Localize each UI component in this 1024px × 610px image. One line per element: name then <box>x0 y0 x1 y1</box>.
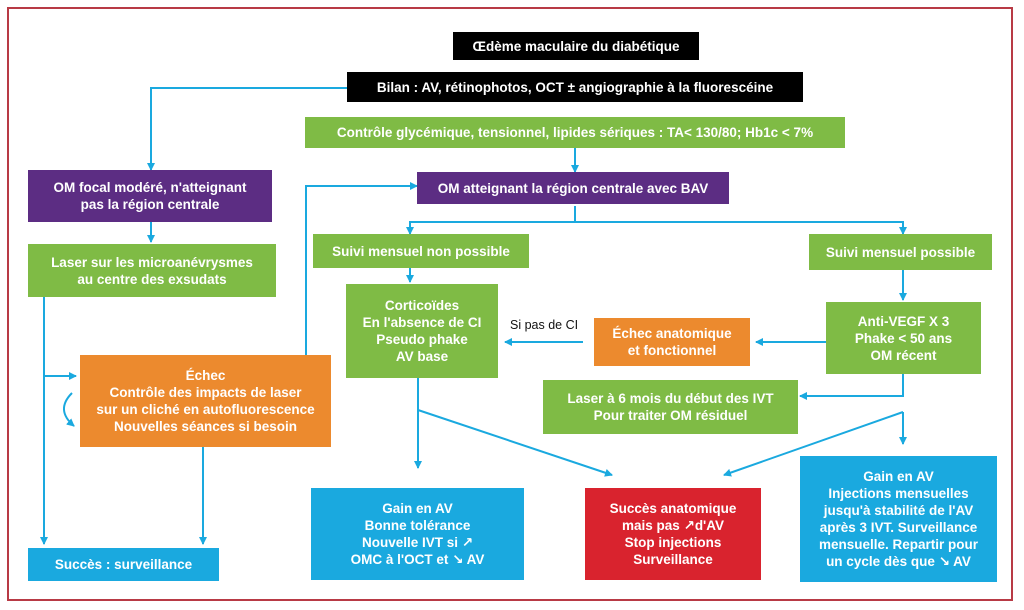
echec-anat-line-1: Échec anatomique <box>612 326 732 341</box>
gain-right-line-2: Injections mensuelles <box>828 486 969 501</box>
echec-laser-box: Échec Contrôle des impacts de laser sur … <box>80 355 331 447</box>
corticoides-box: Corticoïdes En l'absence de CI Pseudo ph… <box>346 284 498 378</box>
gain-left-line-3: Nouvelle IVT si ↗ <box>361 535 474 550</box>
gain-left-line-4: OMC à l'OCT et ↘ AV <box>350 552 485 567</box>
succes-anat-line-3: Stop injections <box>624 535 722 550</box>
controle-text: Contrôle glycémique, tensionnel, lipides… <box>336 125 814 140</box>
title-box: Œdème maculaire du diabétique <box>453 32 699 60</box>
om-focal-line-1: OM focal modéré, n'atteignant <box>53 180 247 195</box>
cortico-line-3: Pseudo phake <box>376 332 468 347</box>
cortico-line-1: Corticoïdes <box>384 298 460 313</box>
echec-laser-line-2: Contrôle des impacts de laser <box>109 385 302 400</box>
succes-surv-text: Succès : surveillance <box>54 557 193 572</box>
om-focal-line-2: pas la région centrale <box>80 197 220 212</box>
echec-anat-line-2: et fonctionnel <box>627 343 717 358</box>
gain-right-line-3: jusqu'à stabilité de l'AV <box>823 503 974 518</box>
diagram-frame <box>7 7 1013 601</box>
anti-vegf-line-3: OM récent <box>870 347 937 363</box>
suivi-non-box: Suivi mensuel non possible <box>313 234 529 268</box>
bilan-box: Bilan : AV, rétinophotos, OCT ± angiogra… <box>347 72 803 102</box>
gain-left-line-2: Bonne tolérance <box>364 518 471 533</box>
succes-anat-line-2: mais pas ↗d'AV <box>621 518 725 533</box>
title-text: Œdème maculaire du diabétique <box>472 38 680 54</box>
anti-vegf-line-1: Anti-VEGF X 3 <box>857 313 950 329</box>
laser-6-mois-box: Laser à 6 mois du début des IVT Pour tra… <box>543 380 798 434</box>
echec-laser-line-1: Échec <box>185 368 226 383</box>
bilan-text: Bilan : AV, rétinophotos, OCT ± angiogra… <box>376 79 774 95</box>
suivi-non-text: Suivi mensuel non possible <box>332 243 510 259</box>
si-pas-ci-label: Si pas de CI <box>510 318 579 332</box>
suivi-oui-text: Suivi mensuel possible <box>825 244 976 260</box>
cortico-line-2: En l'absence de CI <box>362 315 482 330</box>
laser-micro-line-2: au centre des exsudats <box>77 271 227 287</box>
anti-vegf-line-2: Phake < 50 ans <box>854 330 953 346</box>
suivi-oui-box: Suivi mensuel possible <box>809 234 992 270</box>
succes-anatomique-box: Succès anatomique mais pas ↗d'AV Stop in… <box>585 488 761 580</box>
laser-6-mois-line-2: Pour traiter OM résiduel <box>593 408 748 423</box>
gain-av-left-box: Gain en AV Bonne tolérance Nouvelle IVT … <box>311 488 524 580</box>
gain-right-line-5: mensuelle. Repartir pour <box>818 537 979 552</box>
controle-box: Contrôle glycémique, tensionnel, lipides… <box>305 117 845 148</box>
gain-left-line-1: Gain en AV <box>382 501 453 516</box>
gain-right-line-4: après 3 IVT. Surveillance <box>819 520 978 535</box>
om-central-text: OM atteignant la région centrale avec BA… <box>437 180 709 196</box>
succes-anat-line-1: Succès anatomique <box>609 501 737 516</box>
echec-laser-line-4: Nouvelles séances si besoin <box>113 419 298 434</box>
echec-anatomique-box: Échec anatomique et fonctionnel <box>594 318 750 366</box>
laser-micro-line-1: Laser sur les microanévrysmes <box>51 254 253 270</box>
cortico-line-4: AV base <box>395 349 449 364</box>
gain-right-line-6: un cycle dès que ↘ AV <box>826 554 971 569</box>
anti-vegf-box: Anti-VEGF X 3 Phake < 50 ans OM récent <box>826 302 981 374</box>
echec-laser-line-3: sur un cliché en autofluorescence <box>96 402 315 417</box>
gain-av-right-box: Gain en AV Injections mensuelles jusqu'à… <box>800 456 997 582</box>
om-central-box: OM atteignant la région centrale avec BA… <box>417 172 729 204</box>
succes-surveillance-box: Succès : surveillance <box>28 548 219 581</box>
succes-anat-line-4: Surveillance <box>633 552 713 567</box>
laser-6-mois-line-1: Laser à 6 mois du début des IVT <box>567 391 774 406</box>
gain-right-line-1: Gain en AV <box>863 469 934 484</box>
laser-micro-box: Laser sur les microanévrysmes au centre … <box>28 244 276 297</box>
om-focal-box: OM focal modéré, n'atteignant pas la rég… <box>28 170 272 222</box>
